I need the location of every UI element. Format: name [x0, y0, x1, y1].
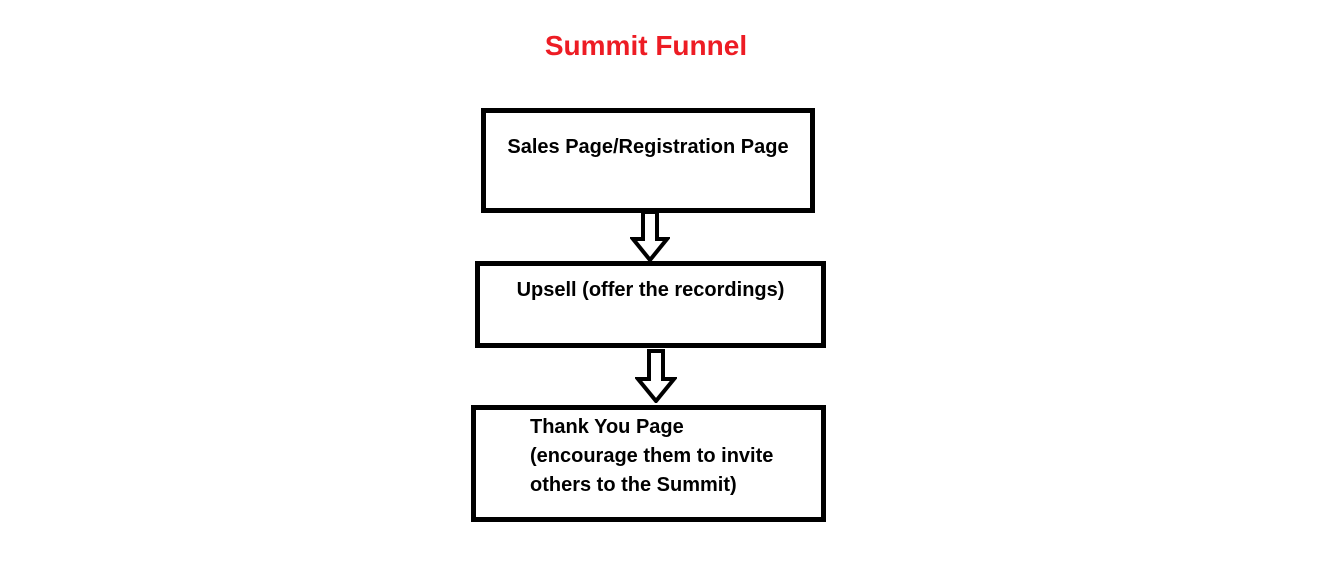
- flow-node-sales-label: Sales Page/Registration Page: [507, 136, 789, 158]
- flow-node-thank-you-label: Thank You Page (encourage them to invite…: [530, 416, 774, 496]
- diagram-title: Summit Funnel: [544, 30, 748, 61]
- flow-node-sales-registration-page: Sales Page/Registration Page: [481, 108, 815, 213]
- flow-node-upsell: Upsell (offer the recordings): [475, 261, 826, 348]
- down-arrow-icon: [635, 349, 677, 403]
- down-arrow-icon: [630, 210, 670, 262]
- flow-node-thank-you-page: Thank You Page (encourage them to invite…: [471, 405, 826, 522]
- flow-node-upsell-label: Upsell (offer the recordings): [516, 279, 785, 301]
